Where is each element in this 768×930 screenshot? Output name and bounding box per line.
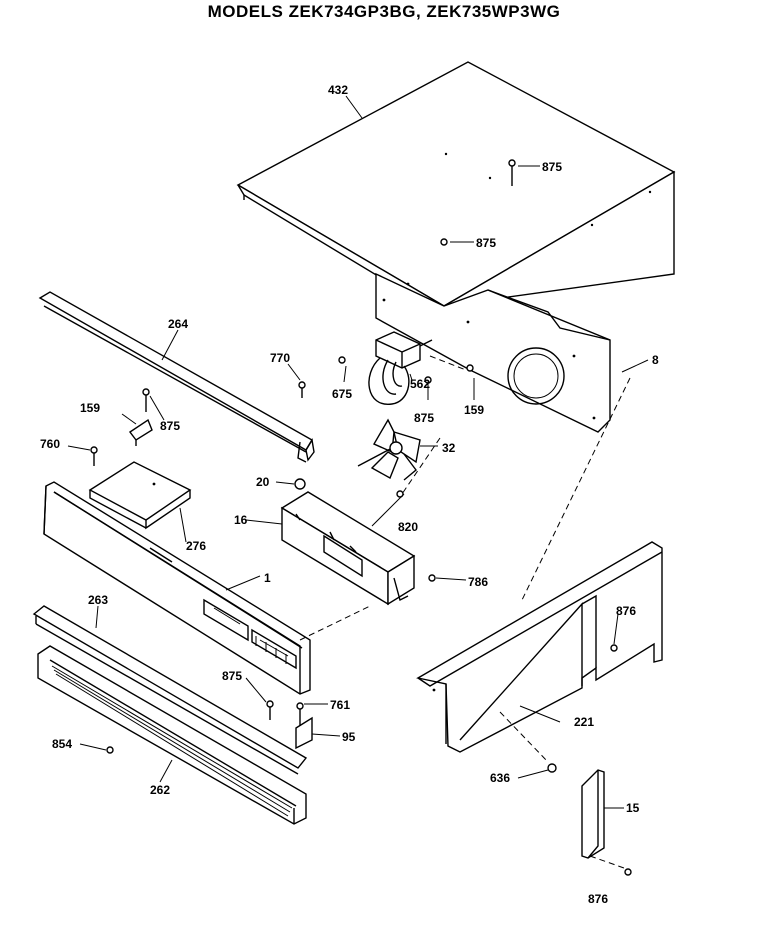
callout-876: 876 — [588, 892, 608, 906]
callout-636: 636 — [490, 771, 510, 785]
callout-159: 159 — [464, 403, 484, 417]
callout-820: 820 — [398, 520, 418, 534]
callout-562: 562 — [410, 377, 430, 391]
leader-lines — [67, 95, 649, 809]
callout-8: 8 — [652, 353, 659, 367]
part-8-rear-shield — [375, 272, 611, 433]
callout-263: 263 — [88, 593, 108, 607]
part-264-trim-rail — [38, 291, 315, 463]
callout-221: 221 — [574, 715, 594, 729]
alignment-lines — [299, 355, 631, 869]
callout-875: 875 — [414, 411, 434, 425]
part-159-clip-left — [128, 418, 153, 446]
part-562-motor — [368, 331, 433, 405]
part-16-control-box — [280, 491, 416, 606]
callout-labels: 432 875 875 264 770 675 562 875 159 8 15… — [40, 83, 659, 906]
callout-770: 770 — [270, 351, 290, 365]
callout-15: 15 — [626, 801, 640, 815]
screws — [90, 159, 632, 876]
callout-675: 675 — [332, 387, 352, 401]
part-221-side-support — [416, 541, 663, 753]
part-32-fan-blade — [357, 418, 421, 481]
part-276-bracket — [88, 461, 192, 530]
part-820-screw — [396, 490, 404, 498]
callout-876: 876 — [616, 604, 636, 618]
part-1-control-panel — [43, 481, 311, 695]
callout-786: 786 — [468, 575, 488, 589]
callout-276: 276 — [186, 539, 206, 553]
callout-159: 159 — [80, 401, 100, 415]
callout-1: 1 — [264, 571, 271, 585]
callout-20: 20 — [256, 475, 270, 489]
callout-854: 854 — [52, 737, 72, 751]
shaft-leader — [401, 437, 441, 495]
callout-264: 264 — [168, 317, 188, 331]
part-95-bracket — [295, 716, 313, 750]
callout-32: 32 — [442, 441, 456, 455]
callout-16: 16 — [234, 513, 248, 527]
callout-760: 760 — [40, 437, 60, 451]
part-15-plate — [581, 769, 605, 859]
callout-875: 875 — [222, 669, 242, 683]
callout-95: 95 — [342, 730, 356, 744]
part-432-top-cover — [236, 61, 676, 318]
part-263-lower-trim — [32, 605, 308, 775]
page-title: MODELS ZEK734GP3BG, ZEK735WP3WG — [207, 2, 561, 21]
callout-875: 875 — [476, 236, 496, 250]
callout-875: 875 — [160, 419, 180, 433]
callout-875: 875 — [542, 160, 562, 174]
callout-761: 761 — [330, 698, 350, 712]
part-262-vent-grille — [37, 645, 307, 825]
callout-432: 432 — [328, 83, 348, 97]
callout-262: 262 — [150, 783, 170, 797]
